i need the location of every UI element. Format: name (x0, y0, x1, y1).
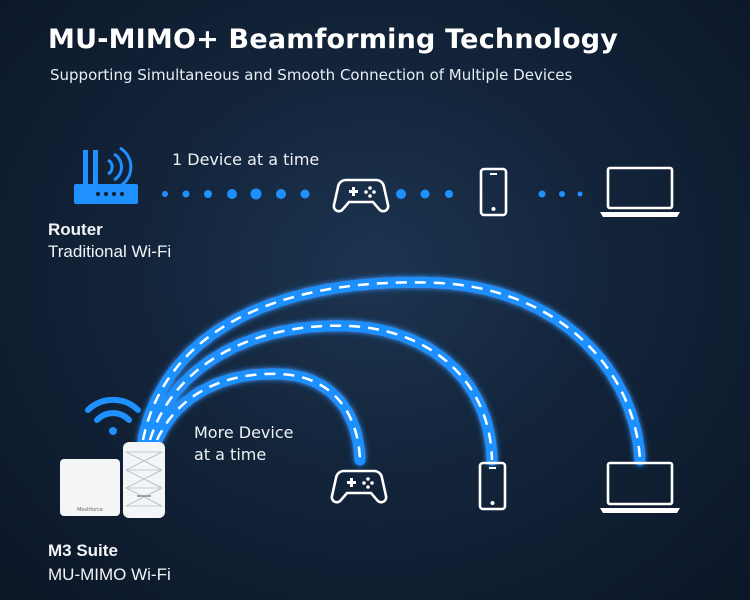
mesh-unit-brand: Meshforce (77, 507, 103, 513)
mesh-tower-icon (123, 442, 165, 518)
router-desc: Traditional Wi-Fi (48, 242, 172, 261)
mumimo-caption-line2: at a time (194, 445, 267, 464)
gamepad-icon (332, 178, 390, 213)
gamepad-icon (330, 469, 388, 504)
signal-dots (162, 188, 583, 200)
mesh-unit-icon: Meshforce (60, 459, 120, 516)
page-title: MU-MIMO+ Beamforming Technology (48, 24, 619, 55)
beam-arcs (137, 276, 646, 466)
router-icon (74, 146, 138, 204)
router-name: Router (48, 220, 103, 239)
smartphone-icon (478, 461, 507, 511)
traditional-caption: 1 Device at a time (172, 150, 320, 169)
wifi-icon (85, 396, 141, 435)
smartphone-icon (479, 167, 508, 217)
mumimo-caption-line1: More Device (194, 423, 294, 442)
laptop-icon (600, 166, 680, 217)
page-subtitle: Supporting Simultaneous and Smooth Conne… (50, 66, 573, 84)
laptop-icon (600, 461, 680, 513)
m3-suite-desc: MU-MIMO Wi-Fi (48, 565, 171, 584)
m3-suite-name: M3 Suite (48, 541, 118, 560)
